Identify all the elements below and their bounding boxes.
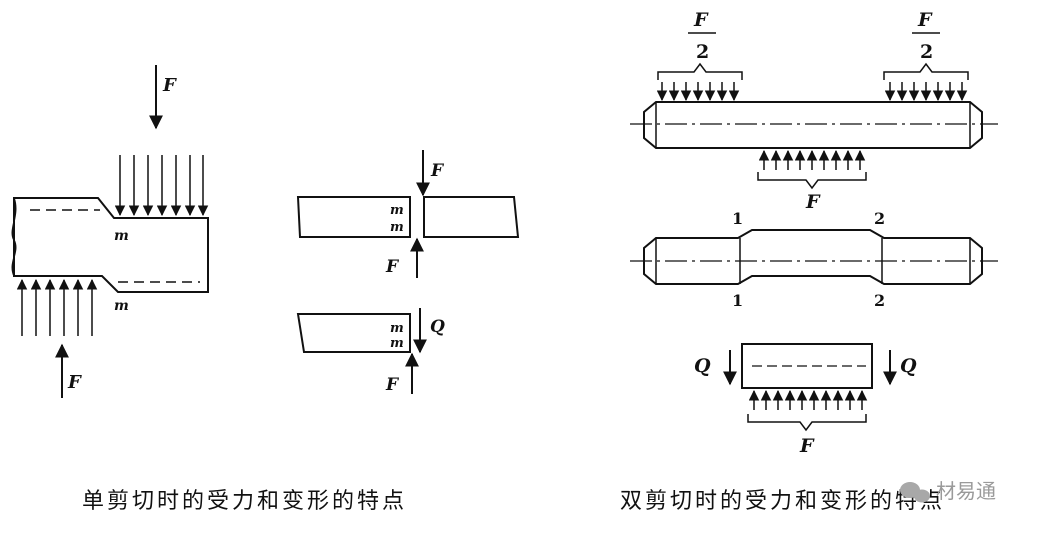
pin-loaded (643, 101, 983, 149)
double-shear-figure (630, 62, 998, 432)
fb1-m2: m (390, 220, 404, 235)
pin-bottom-load-brace (757, 172, 867, 190)
right-caption: 双剪切时的受力和变形的特点 (620, 489, 945, 514)
bar-break-left (11, 197, 17, 277)
half-load-right-arrows (884, 82, 968, 102)
stepped-bar (13, 197, 209, 293)
fb1-label-force-bottom: F (385, 257, 400, 277)
half-load-left-brace (657, 62, 743, 80)
fb2-label-shear: Q (430, 317, 445, 337)
wechat-icon (900, 482, 930, 503)
single-shear-figure (11, 65, 520, 398)
fb2-label-force-bottom: F (385, 375, 400, 395)
label-section-top: m (114, 228, 129, 244)
label-top-force: F (162, 75, 177, 96)
piece-shear-left-label: Q (694, 355, 711, 377)
section-1-bottom-label: 1 (732, 291, 743, 310)
section-2-top-label: 2 (874, 209, 885, 228)
middle-piece (741, 343, 873, 389)
pin-bottom-load-arrows (758, 149, 866, 170)
pin-deformed (643, 229, 983, 285)
half-load-left-denominator: 2 (696, 41, 709, 63)
half-load-right-denominator: 2 (920, 41, 933, 63)
double-shear-labels: F 2 F 2 F 1 1 2 2 Q Q F 双剪切时的受力和变形的特点 (620, 9, 945, 514)
half-load-left-arrows (656, 82, 740, 102)
fb2-m2: m (390, 336, 404, 351)
section-1-top-label: 1 (732, 209, 743, 228)
left-caption: 单剪切时的受力和变形的特点 (82, 489, 407, 514)
half-load-right-numerator: F (917, 9, 933, 31)
piece-load-brace (747, 414, 867, 432)
free-body-2 (296, 313, 411, 353)
section-2-bottom-label: 2 (874, 291, 885, 310)
label-section-bottom: m (114, 298, 129, 314)
pin-bottom-load-label: F (805, 191, 821, 213)
label-bottom-force: F (67, 372, 82, 393)
half-load-right-brace (883, 62, 969, 80)
watermark: 材易通 (900, 479, 996, 503)
watermark-text: 材易通 (936, 479, 996, 503)
bottom-distributed-load (16, 278, 98, 336)
piece-load-arrows (748, 389, 868, 410)
single-shear-labels: F m m F m m F F m m Q F 单剪切时的受力和变形的特点 (67, 75, 445, 514)
fb1-label-force-top: F (430, 161, 445, 181)
fb2-m1: m (390, 321, 404, 336)
free-body-1-right (423, 196, 520, 238)
half-load-left-numerator: F (693, 9, 709, 31)
fb1-m1: m (390, 203, 404, 218)
piece-shear-right-label: Q (900, 355, 917, 377)
piece-load-label: F (799, 435, 815, 457)
top-distributed-load (114, 155, 209, 217)
